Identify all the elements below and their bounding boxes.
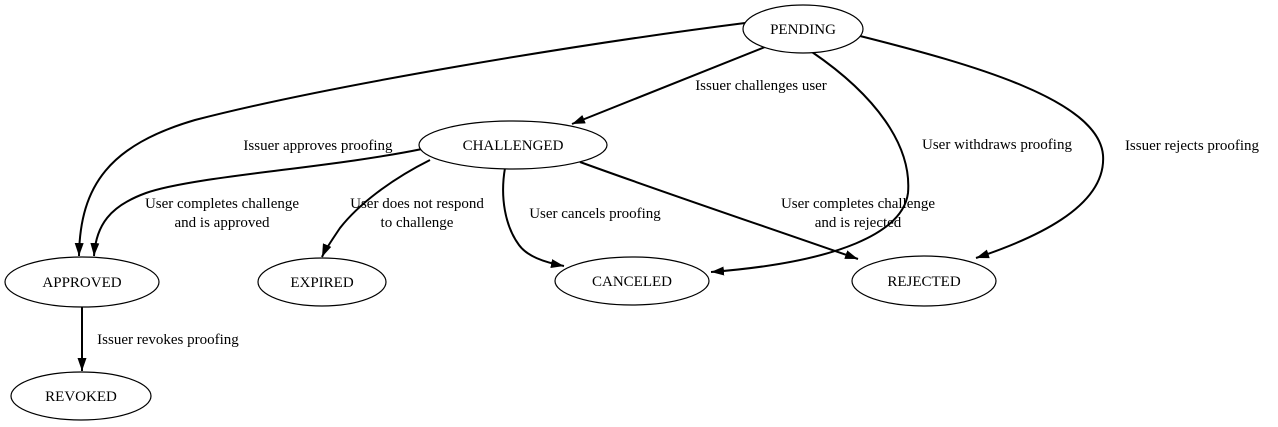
state-label-revoked: REVOKED <box>45 389 117 405</box>
state-ellipse-approved <box>4 256 160 308</box>
edge-label-pending-approved: Issuer approves proofing <box>243 138 393 154</box>
edge-label-approved-revoked: Issuer revokes proofing <box>97 332 239 348</box>
state-ellipse-canceled <box>554 256 710 306</box>
edge-pending-canceled <box>710 51 910 276</box>
state-label-approved: APPROVED <box>42 275 121 291</box>
state-ellipse-rejected <box>851 255 997 307</box>
edge-label-pending-challenged: Issuer challenges user <box>695 78 827 94</box>
state-label-pending: PENDING <box>770 22 836 38</box>
state-label-expired: EXPIRED <box>290 275 354 291</box>
edge-label-pending-canceled: User withdraws proofing <box>922 137 1072 153</box>
edge-pending-approved <box>74 22 746 257</box>
state-ellipse-pending <box>742 4 864 54</box>
edge-challenged-rejected <box>579 161 859 260</box>
edge-pending-challenged <box>571 46 766 125</box>
edge-challenged-canceled <box>502 167 565 268</box>
state-label-challenged: CHALLENGED <box>463 138 564 154</box>
state-node-pending: PENDING <box>742 4 864 54</box>
edge-challenged-expired <box>321 159 431 258</box>
state-node-canceled: CANCELED <box>554 256 710 306</box>
state-node-rejected: REJECTED <box>851 255 997 307</box>
state-node-revoked: REVOKED <box>10 371 152 421</box>
state-node-challenged: CHALLENGED <box>418 120 608 170</box>
state-ellipse-expired <box>257 257 387 307</box>
edge-challenged-approved <box>90 148 423 257</box>
state-node-approved: APPROVED <box>4 256 160 308</box>
state-node-expired: EXPIRED <box>257 257 387 307</box>
state-ellipse-challenged <box>418 120 608 170</box>
state-ellipse-revoked <box>10 371 152 421</box>
edge-label-challenged-canceled: User cancels proofing <box>529 206 661 222</box>
edge-label-pending-rejected: Issuer rejects proofing <box>1125 138 1260 154</box>
state-label-canceled: CANCELED <box>592 274 672 290</box>
state-label-rejected: REJECTED <box>887 274 960 290</box>
edge-pending-rejected <box>859 35 1105 259</box>
